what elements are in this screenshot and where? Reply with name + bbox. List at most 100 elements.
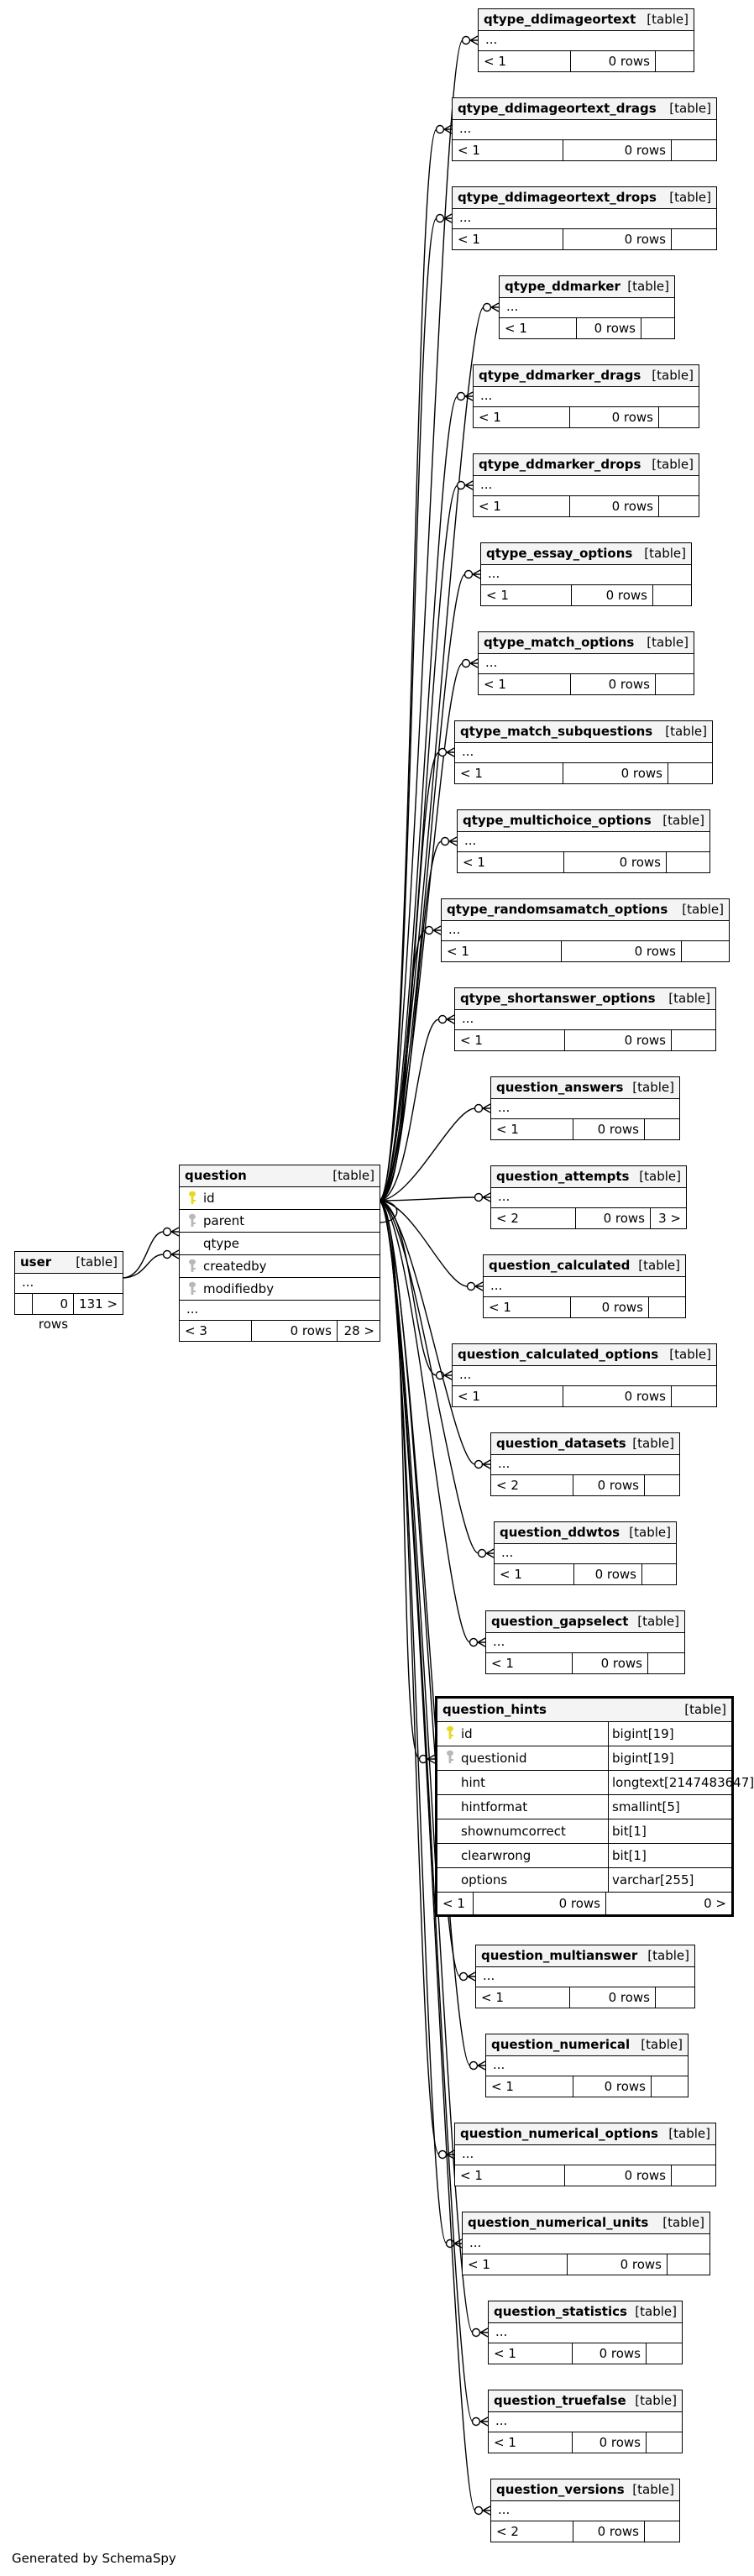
columns-ellipsis: ... <box>455 1010 715 1030</box>
relationship-line <box>378 395 458 1202</box>
table-header: question_datasets[table] <box>491 1433 679 1455</box>
table-type: [table] <box>641 2037 683 2052</box>
columns-ellipsis: ... <box>453 1366 716 1386</box>
row-count: 0 rows <box>574 1564 642 1584</box>
table-header: question[table] <box>180 1165 380 1187</box>
parents-count: < 1 <box>484 1297 571 1317</box>
columns-ellipsis: ... <box>455 743 712 763</box>
relationship-line <box>378 217 437 1202</box>
relationship-line <box>378 128 437 1202</box>
column-name: parent <box>203 1213 245 1228</box>
table-type: [table] <box>662 813 704 828</box>
parents-count: < 1 <box>489 2343 573 2364</box>
column-name: shownumcorrect <box>461 1824 566 1839</box>
table-header: qtype_ddimageortext_drops[table] <box>453 187 716 209</box>
table-header: qtype_ddimageortext[table] <box>479 9 694 31</box>
row-count: 0 rows <box>565 2165 672 2186</box>
crowfoot-marker <box>474 1459 491 1469</box>
parents-count: < 1 <box>455 2165 565 2186</box>
columns-ellipsis: ... <box>479 31 694 51</box>
children-count <box>672 1030 715 1050</box>
children-count <box>656 51 694 71</box>
crowfoot-marker <box>435 124 453 134</box>
table-name: question_datasets <box>496 1436 626 1451</box>
column-name: qtype <box>203 1236 240 1251</box>
parents-count: < 1 <box>453 229 563 249</box>
parents-count: < 1 <box>476 1987 570 2008</box>
column-name: clearwrong <box>461 1848 531 1863</box>
columns-ellipsis: ... <box>489 2323 682 2343</box>
table-question-calculated-options[interactable]: question_calculated_options[table]...< 1… <box>452 1343 717 1407</box>
table-name: qtype_match_options <box>484 635 635 650</box>
relationship-line <box>378 1018 440 1202</box>
columns-ellipsis: ... <box>486 2056 688 2076</box>
columns-ellipsis: ... <box>455 2145 715 2165</box>
row-count: 0 rows <box>573 2432 647 2453</box>
table-header: question_gapselect[table] <box>486 1611 684 1633</box>
table-header: qtype_shortanswer_options[table] <box>455 988 715 1010</box>
table-type: [table] <box>662 2215 704 2230</box>
table-header: question_statistics[table] <box>489 2301 682 2323</box>
relationship-line <box>378 573 466 1202</box>
table-name: user <box>20 1254 52 1270</box>
column-row: createdby <box>180 1255 380 1278</box>
column-name: id <box>203 1191 215 1206</box>
row-count: 0 rows <box>570 407 659 427</box>
table-name: qtype_multichoice_options <box>463 813 652 828</box>
parents-count: < 1 <box>500 318 577 338</box>
crowfoot-marker <box>424 925 442 935</box>
row-count: 0 rows <box>563 763 668 783</box>
table-qtype-randomsamatch-options[interactable]: qtype_randomsamatch_options[table]...< 1… <box>441 898 730 962</box>
relationship-line <box>378 484 458 1202</box>
table-type: [table] <box>652 457 694 472</box>
children-count <box>656 1987 694 2008</box>
columns-ellipsis: ... <box>453 209 716 229</box>
row-count: 0 rows <box>563 229 672 249</box>
columns-ellipsis: ... <box>15 1274 123 1294</box>
relationship-line <box>378 1200 476 2511</box>
parents-count: < 2 <box>491 1475 573 1495</box>
table-header: qtype_multichoice_options [table] <box>458 810 709 832</box>
row-count: 0 rows <box>565 1030 672 1050</box>
relationship-line <box>378 1107 476 1202</box>
crowfoot-marker <box>469 2060 486 2071</box>
relationship-line <box>378 1200 469 1287</box>
